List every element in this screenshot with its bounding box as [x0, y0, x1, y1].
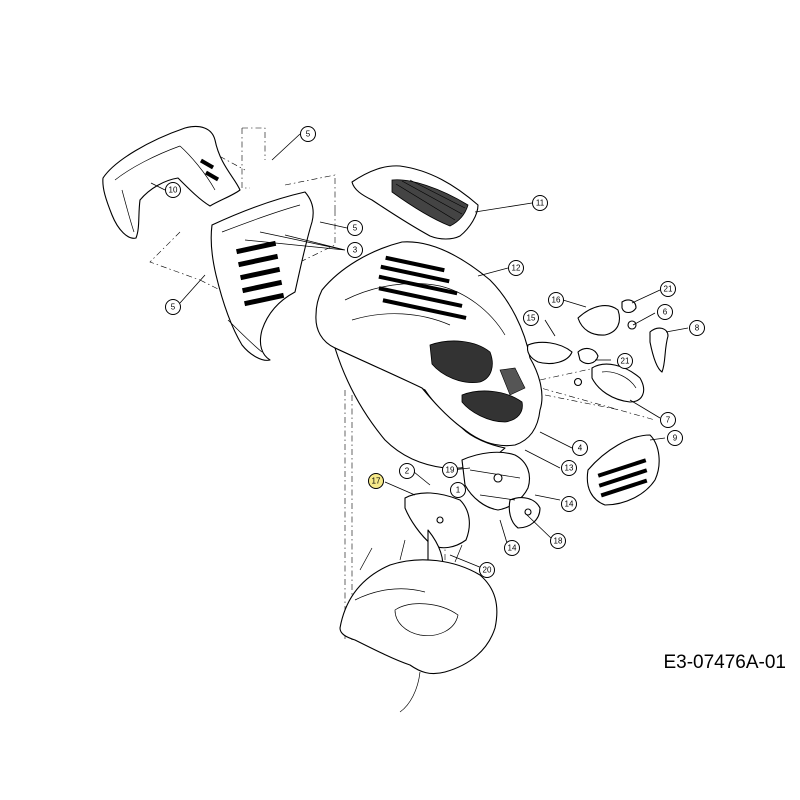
- hood-part: [315, 241, 543, 469]
- callout-label: 8: [695, 324, 700, 333]
- callout-16: 16: [548, 292, 564, 308]
- callout-label: 14: [508, 544, 517, 553]
- callout-5: 5: [300, 126, 316, 142]
- callout-label: 14: [565, 500, 574, 509]
- callout-20: 20: [479, 562, 495, 578]
- callout-circle: [479, 562, 495, 578]
- callout-circle: [550, 533, 566, 549]
- callout-circle: [508, 260, 524, 276]
- callout-circle: [523, 310, 539, 326]
- callout-circle: [532, 195, 548, 211]
- hood-grille-insert-part: [351, 165, 479, 240]
- callout-label: 15: [527, 314, 536, 323]
- callout-14: 14: [561, 496, 577, 512]
- callout-9: 9: [667, 430, 683, 446]
- callout-label: 4: [578, 444, 583, 453]
- callout-label: 5: [171, 303, 176, 312]
- headlight-components: [526, 299, 669, 403]
- callout-13: 13: [561, 460, 577, 476]
- callout-circle: [399, 463, 415, 479]
- callout-label: 2: [405, 467, 410, 476]
- callout-circle: [300, 126, 316, 142]
- callout-label: 6: [663, 308, 668, 317]
- callout-17: 17: [368, 473, 384, 489]
- drawing-code-label: E3-07476A-01: [663, 652, 786, 673]
- callout-circle: [660, 281, 676, 297]
- callout-21: 21: [617, 353, 633, 369]
- callout-circle: [548, 292, 564, 308]
- callout-circle: [689, 320, 705, 336]
- callout-2: 2: [399, 463, 415, 479]
- callout-label: 21: [664, 285, 673, 294]
- callout-label: 18: [554, 537, 563, 546]
- callout-circle: [561, 460, 577, 476]
- rear-fender-part: [102, 125, 241, 239]
- callout-label: 13: [565, 464, 574, 473]
- callout-label: 5: [306, 130, 311, 139]
- callout-19: 19: [442, 462, 458, 478]
- callout-circle: [667, 430, 683, 446]
- callout-label: 9: [673, 434, 678, 443]
- callout-15: 15: [523, 310, 539, 326]
- callout-label: 5: [353, 224, 358, 233]
- side-panel-part: [210, 191, 314, 361]
- callout-circle: [368, 473, 384, 489]
- callout-21: 21: [660, 281, 676, 297]
- callout-label: 17: [372, 477, 381, 486]
- callout-7: 7: [660, 412, 676, 428]
- callout-label: 1: [456, 486, 461, 495]
- callout-label: 10: [169, 186, 178, 195]
- callout-4: 4: [572, 440, 588, 456]
- leader-lines: [150, 133, 689, 569]
- callout-circle: [165, 299, 181, 315]
- callout-5: 5: [165, 299, 181, 315]
- callout-circle: [660, 412, 676, 428]
- callout-label: 19: [446, 466, 455, 475]
- callout-circle: [617, 353, 633, 369]
- callout-circle: [657, 304, 673, 320]
- callout-circle: [347, 242, 363, 258]
- callout-label: 11: [536, 199, 545, 208]
- callout-14: 14: [504, 540, 520, 556]
- callout-label: 21: [621, 357, 630, 366]
- callout-3: 3: [347, 242, 363, 258]
- front-grille-part: [586, 434, 660, 506]
- callout-label: 7: [666, 416, 671, 425]
- callout-label: 16: [552, 296, 561, 305]
- callout-18: 18: [550, 533, 566, 549]
- callout-circle: [504, 540, 520, 556]
- callout-label: 12: [512, 264, 521, 273]
- floor-pan-part: [339, 539, 498, 713]
- callout-circle: [165, 182, 181, 198]
- callout-circle: [561, 496, 577, 512]
- front-bracket-assembly: [404, 451, 541, 575]
- callout-5: 5: [347, 220, 363, 236]
- callout-12: 12: [508, 260, 524, 276]
- callout-10: 10: [165, 182, 181, 198]
- callout-label: 3: [353, 246, 358, 255]
- callout-label: 20: [483, 566, 492, 575]
- callout-circle: [572, 440, 588, 456]
- callout-1: 1: [450, 482, 466, 498]
- callout-6: 6: [657, 304, 673, 320]
- assembly-guide-lines: [149, 127, 656, 640]
- callout-circle: [450, 482, 466, 498]
- callout-8: 8: [689, 320, 705, 336]
- callout-circle: [442, 462, 458, 478]
- callout-11: 11: [532, 195, 548, 211]
- callout-circle: [347, 220, 363, 236]
